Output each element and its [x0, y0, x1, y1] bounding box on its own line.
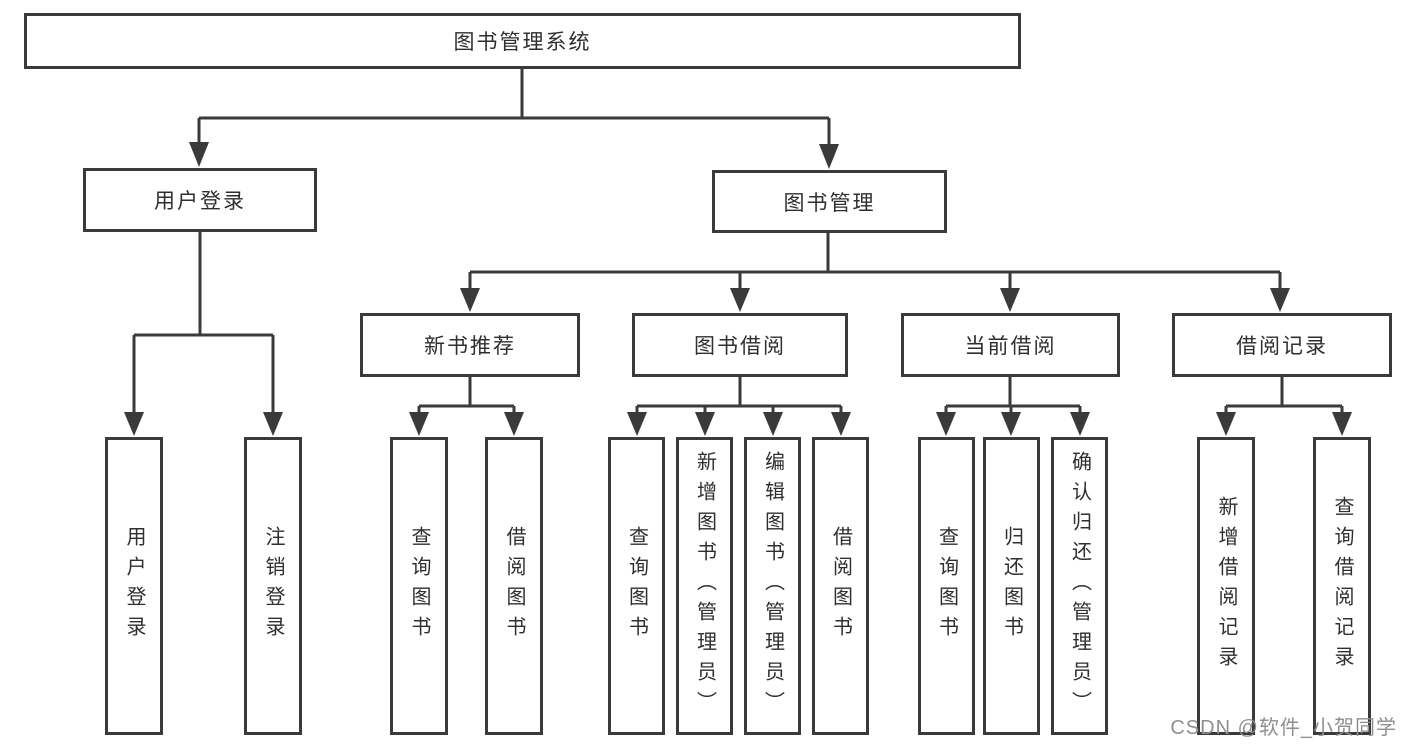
leaf-edit-books-admin: 编辑图书（管理员）: [744, 437, 801, 735]
node-new-book-recommendation: 新书推荐: [360, 313, 580, 377]
leaf-label: 借阅图书: [829, 526, 852, 646]
leaf-add-borrow-record: 新增借阅记录: [1197, 437, 1255, 735]
node-label: 新书推荐: [424, 335, 516, 358]
node-current-borrowing: 当前借阅: [901, 313, 1120, 377]
leaf-label: 新增借阅记录: [1215, 496, 1237, 676]
leaf-label: 查询借阅记录: [1331, 496, 1353, 676]
leaf-label: 用户登录: [123, 526, 145, 646]
leaf-label: 注销登录: [262, 526, 284, 646]
leaf-user-login: 用户登录: [105, 437, 163, 735]
leaf-borrow-books-recommend: 借阅图书: [485, 437, 543, 735]
node-book-management: 图书管理: [712, 170, 947, 233]
node-label: 图书借阅: [694, 335, 786, 358]
watermark-text: CSDN @软件_小贺同学: [1170, 717, 1397, 739]
node-user-login: 用户登录: [83, 168, 317, 232]
node-label: 借阅记录: [1236, 335, 1328, 358]
leaf-add-books-admin: 新增图书（管理员）: [676, 437, 733, 735]
leaf-logout: 注销登录: [244, 437, 302, 735]
node-label: 图书管理: [783, 191, 876, 215]
leaf-label: 归还图书: [1000, 526, 1023, 646]
leaf-query-books-current: 查询图书: [918, 437, 975, 735]
leaf-label: 查询图书: [935, 526, 958, 646]
node-label: 用户登录: [154, 190, 246, 213]
node-book-management-system: 图书管理系统: [24, 13, 1021, 69]
leaf-confirm-return-admin: 确认归还（管理员）: [1051, 437, 1108, 735]
leaf-label: 编辑图书（管理员）: [761, 451, 784, 721]
leaf-label: 借阅图书: [503, 526, 525, 646]
node-book-borrowing: 图书借阅: [632, 313, 848, 377]
leaf-return-books: 归还图书: [983, 437, 1040, 735]
leaf-label: 查询图书: [625, 526, 648, 646]
leaf-query-borrow-record: 查询借阅记录: [1313, 437, 1371, 735]
node-borrowing-records: 借阅记录: [1172, 313, 1392, 377]
leaf-query-books-recommend: 查询图书: [390, 437, 448, 735]
leaf-query-books-borrowing: 查询图书: [608, 437, 665, 735]
leaf-label: 新增图书（管理员）: [693, 451, 716, 721]
node-label: 当前借阅: [964, 335, 1057, 358]
node-label: 图书管理系统: [453, 31, 592, 54]
leaf-label: 确认归还（管理员）: [1068, 451, 1091, 721]
leaf-borrow-books: 借阅图书: [812, 437, 869, 735]
leaf-label: 查询图书: [408, 526, 430, 646]
